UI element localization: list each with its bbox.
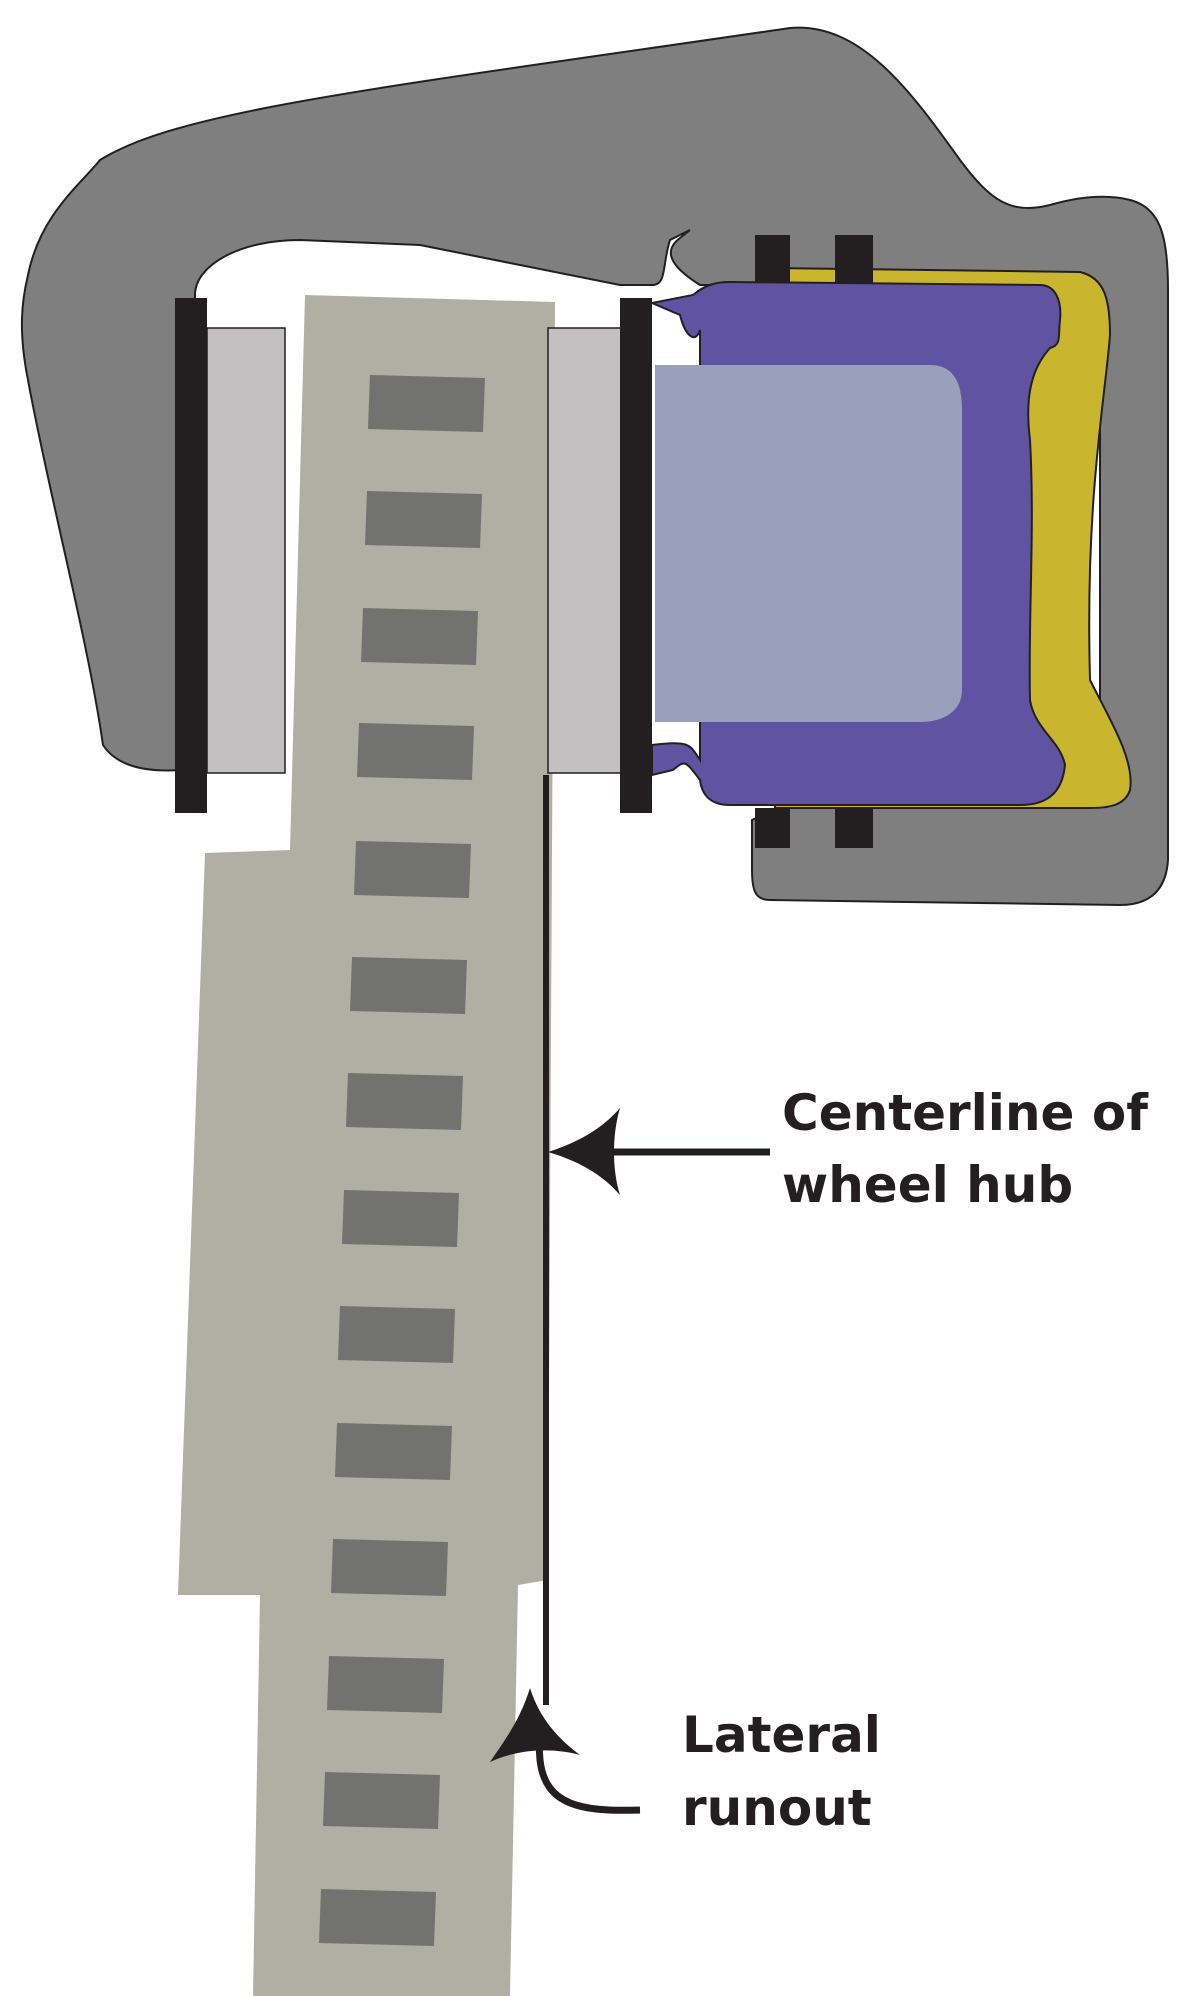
piston-tab <box>835 235 873 285</box>
rotor-vent-slot <box>346 1073 463 1130</box>
rotor-vent-slot <box>342 1190 459 1247</box>
rotor-vent-slot <box>350 957 467 1014</box>
rotor-vent-slot <box>357 723 474 780</box>
rotor-vent-slot <box>365 491 482 548</box>
brake-rotor <box>178 295 555 1996</box>
centerline-label-line1: Centerline of <box>782 1084 1149 1142</box>
piston-tab <box>755 235 790 285</box>
centerline-arrowhead <box>548 1108 620 1195</box>
rotor-vent-slot <box>331 1539 448 1596</box>
runout-label-line1: Lateral <box>682 1706 881 1764</box>
rotor-vent-slot <box>368 375 485 432</box>
inner-brake-pad <box>206 327 286 774</box>
piston-face <box>655 365 962 722</box>
runout-label-line2: runout <box>682 1779 872 1837</box>
centerline-label-line2: wheel hub <box>782 1156 1073 1214</box>
caliper-body <box>20 26 1169 907</box>
rotor-vent-slot <box>323 1772 440 1829</box>
piston-tab <box>755 808 790 848</box>
rotor-vent-slot <box>354 841 471 898</box>
rotor-vent-slots <box>319 375 485 1946</box>
piston-tab <box>835 808 873 848</box>
rotor-vent-slot <box>319 1889 436 1946</box>
runout-arrow-shaft <box>534 1729 641 1814</box>
inner-pad-shim <box>175 298 207 813</box>
outer-pad-shim <box>620 298 652 813</box>
rotor-vent-slot <box>335 1423 452 1480</box>
runout-arrowhead <box>490 1688 580 1762</box>
rotor-vent-slot <box>327 1656 444 1713</box>
rotor-vent-slot <box>361 608 478 665</box>
outer-brake-pad <box>547 327 624 774</box>
rotor-vent-slot <box>338 1306 455 1363</box>
